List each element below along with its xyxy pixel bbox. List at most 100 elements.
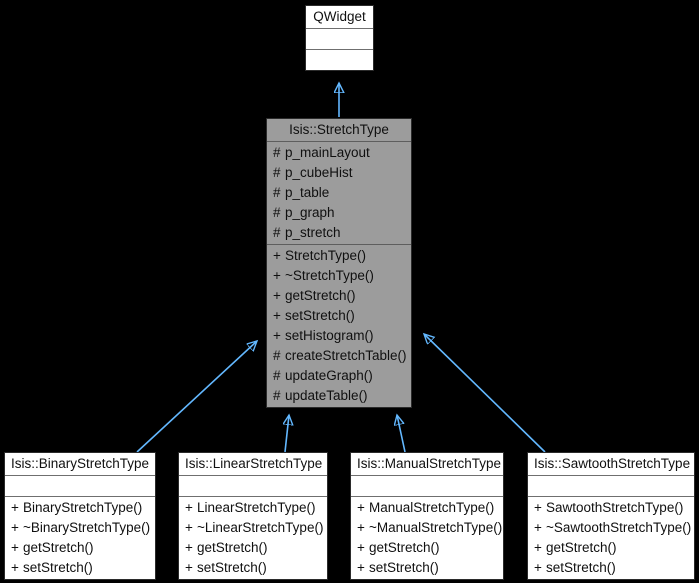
member-visibility: #: [273, 165, 281, 180]
member-label: ManualStretchType(): [369, 500, 495, 515]
class-separator: [351, 496, 503, 497]
member-visibility: +: [357, 520, 365, 535]
class-separator: [267, 141, 411, 142]
class-member: + setStretch(): [5, 558, 155, 578]
edge-sawtooth-to-stretchtype: [424, 334, 546, 453]
class-separator: [306, 49, 373, 50]
member-visibility: +: [11, 500, 19, 515]
class-title-qwidget: QWidget: [313, 9, 366, 24]
class-member: # p_cubeHist: [267, 163, 411, 183]
class-member: # updateTable(): [267, 386, 411, 406]
member-label: getStretch(): [23, 540, 94, 555]
member-label: setStretch(): [369, 560, 439, 575]
member-label: ~StretchType(): [285, 268, 374, 283]
member-visibility: +: [11, 560, 19, 575]
class-methods-stretchtype: +StretchType()+~StretchType()+getStretch…: [267, 245, 411, 407]
class-title-linearstretchtype: Isis::LinearStretchType: [185, 456, 323, 471]
class-box-sawtoothstretchtype[interactable]: Isis::SawtoothStretchType + SawtoothStret…: [527, 452, 695, 580]
member-visibility: +: [273, 268, 281, 283]
class-member: + setStretch(): [351, 558, 503, 578]
class-member: +~ManualStretchType(): [351, 518, 503, 538]
member-visibility: +: [185, 520, 193, 535]
member-visibility: #: [273, 185, 281, 200]
member-visibility: #: [273, 225, 281, 240]
class-member: + BinaryStretchType(): [5, 498, 155, 518]
member-visibility: +: [357, 540, 365, 555]
class-separator: [528, 496, 694, 497]
member-visibility: +: [11, 520, 19, 535]
class-member: +getStretch(): [351, 538, 503, 558]
class-methods-linearstretchtype: +LinearStretchType()+~LinearStretchType(…: [179, 497, 327, 579]
class-member: +getStretch(): [5, 538, 155, 558]
member-visibility: +: [357, 560, 365, 575]
member-visibility: +: [534, 520, 542, 535]
class-attributes-sawtoothstretchtype: [528, 476, 694, 496]
class-separator: [306, 28, 373, 29]
class-member: + ~BinaryStretchType(): [5, 518, 155, 538]
edge-linear-to-stretchtype: [285, 415, 289, 453]
class-separator: [528, 475, 694, 476]
class-member: # createStretchTable(): [267, 346, 411, 366]
member-visibility: +: [534, 560, 542, 575]
class-separator: [179, 496, 327, 497]
class-box-binarystretchtype[interactable]: Isis::BinaryStretchType + BinaryStretchTy…: [4, 452, 156, 580]
member-visibility: +: [185, 540, 193, 555]
class-attributes-binarystretchtype: [5, 476, 155, 496]
class-attributes-manualstretchtype: [351, 476, 503, 496]
class-member: # p_stretch: [267, 223, 411, 243]
class-member: + getStretch(): [267, 286, 411, 306]
member-label: setStretch(): [23, 560, 93, 575]
member-visibility: +: [534, 500, 542, 515]
class-member: +StretchType(): [267, 246, 411, 266]
member-label: p_table: [285, 185, 330, 200]
class-member: # p_mainLayout: [267, 143, 411, 163]
member-label: ~SawtoothStretchType(): [546, 520, 692, 535]
class-member: + getStretch(): [179, 538, 327, 558]
member-label: updateGraph(): [285, 368, 373, 383]
class-methods-qwidget: [306, 50, 373, 70]
member-label: ~BinaryStretchType(): [23, 520, 151, 535]
class-member: + ~SawtoothStretchType(): [528, 518, 694, 538]
member-label: getStretch(): [285, 288, 356, 303]
class-box-linearstretchtype[interactable]: Isis::LinearStretchType +LinearStretchTy…: [178, 452, 328, 580]
member-visibility: #: [273, 145, 281, 160]
member-visibility: #: [273, 348, 281, 363]
member-label: getStretch(): [197, 540, 268, 555]
member-label: setStretch(): [285, 308, 355, 323]
class-box-manualstretchtype[interactable]: Isis::ManualStretchType +ManualStretchTy…: [350, 452, 504, 580]
class-title-binarystretchtype: Isis::BinaryStretchType: [11, 456, 150, 471]
class-methods-binarystretchtype: + BinaryStretchType() + ~BinaryStretchType(…: [5, 497, 155, 579]
class-box-qwidget[interactable]: QWidget: [305, 5, 374, 71]
member-visibility: +: [273, 328, 281, 343]
class-separator: [351, 475, 503, 476]
class-title-sawtoothstretchtype: Isis::SawtoothStretchType: [534, 456, 691, 471]
class-title-stretchtype: Isis::StretchType: [289, 122, 389, 137]
member-label: setStretch(): [197, 560, 267, 575]
class-attributes-linearstretchtype: [179, 476, 327, 496]
class-methods-sawtoothstretchtype: + SawtoothStretchType() + ~SawtoothStretchT…: [528, 497, 694, 579]
member-label: p_cubeHist: [285, 165, 353, 180]
class-box-stretchtype[interactable]: Isis::StretchType #p_mainLayout#p_cubeHi…: [266, 118, 412, 408]
member-label: p_mainLayout: [285, 145, 370, 160]
class-member: + SawtoothStretchType(): [528, 498, 694, 518]
member-visibility: +: [273, 248, 281, 263]
class-separator: [179, 475, 327, 476]
member-label: updateTable(): [285, 388, 368, 403]
member-visibility: +: [273, 308, 281, 323]
member-label: createStretchTable(): [285, 348, 407, 363]
member-visibility: +: [534, 540, 542, 555]
member-visibility: +: [273, 288, 281, 303]
member-label: ~LinearStretchType(): [197, 520, 324, 535]
member-label: BinaryStretchType(): [23, 500, 143, 515]
class-attributes-qwidget: [306, 29, 373, 49]
member-visibility: #: [273, 388, 281, 403]
member-label: SawtoothStretchType(): [546, 500, 684, 515]
class-separator: [5, 475, 155, 476]
class-member: + setStretch(): [267, 306, 411, 326]
member-label: setHistogram(): [285, 328, 374, 343]
class-member: + ~StretchType(): [267, 266, 411, 286]
class-attributes-stretchtype: #p_mainLayout#p_cubeHist#p_table#p_graph…: [267, 142, 411, 244]
member-label: p_stretch: [285, 225, 341, 240]
edge-binary-to-stretchtype: [136, 341, 257, 453]
